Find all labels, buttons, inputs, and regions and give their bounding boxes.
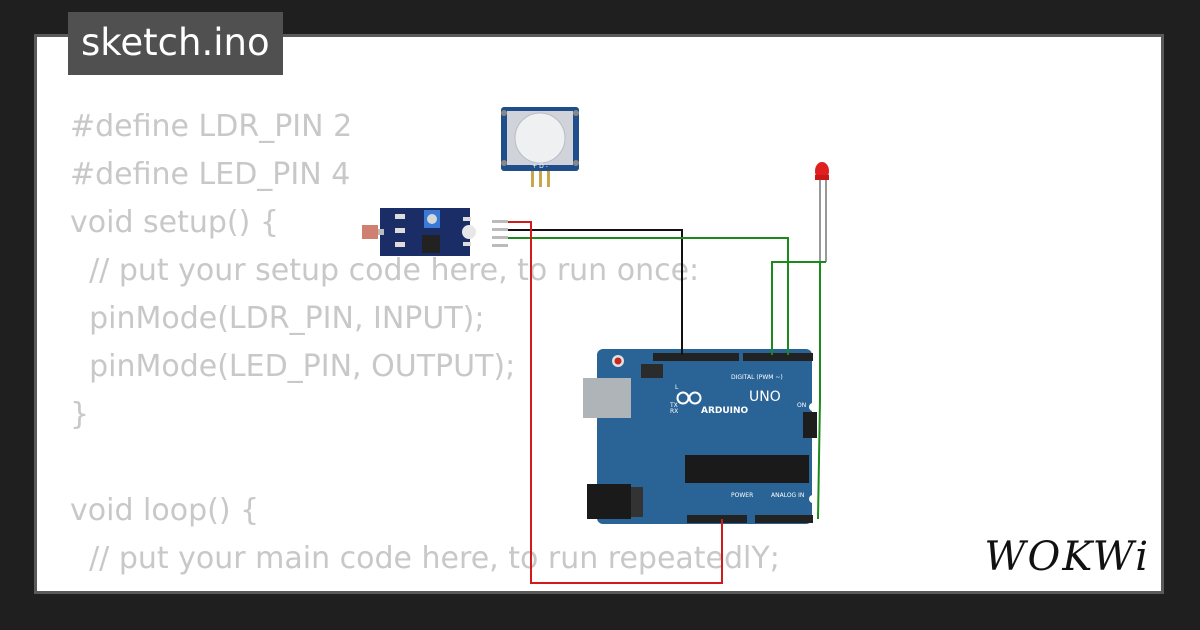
code-line[interactable]: pinMode(LDR_PIN, INPUT); [70,301,485,336]
power-label: POWER [731,492,753,499]
circuit-diagram[interactable]: + D - VCC GND DO AO [37,37,1164,594]
ldr-pin-vcc: VCC [483,218,492,224]
l-label: L [675,384,679,391]
rx-label: RX [670,408,678,415]
wire-led-gnd-green[interactable] [817,262,821,520]
ldr-pin-gnd: GND [483,226,494,232]
arduino-model-text: UNO [749,389,781,405]
code-line[interactable]: if(digitalRead(LDR_PIN)) [70,583,970,591]
tx-label: TX [669,402,678,409]
digital-label: DIGITAL (PWM ~) [731,374,783,381]
led-red[interactable] [815,162,829,262]
pir-sensor[interactable]: + D - [501,107,579,187]
code-editor[interactable]: #define LDR_PIN 2 #define LED_PIN 4 void s… [70,103,970,591]
code-line[interactable]: void setup() { [70,205,279,240]
wire-vcc-red[interactable] [508,221,723,584]
wokwi-logo: WOKWi [984,534,1150,580]
pir-pin-labels: + D - [532,163,548,170]
analog-label: ANALOG IN [771,492,804,499]
wire-led-green[interactable] [771,261,826,355]
on-label: ON [797,402,806,409]
wire-do-green[interactable] [508,237,789,355]
canvas-card: #define LDR_PIN 2 #define LED_PIN 4 void s… [34,34,1164,594]
ldr-module[interactable]: VCC GND DO AO [362,208,508,256]
code-line[interactable]: // put your setup code here, to run once… [70,253,700,288]
code-line[interactable]: // put your main code here, to run repea… [70,541,780,576]
ldr-pin-ao: AO [483,242,490,248]
arduino-logo-text: ARDUINO [701,406,749,416]
wire-gnd-black[interactable] [508,229,683,355]
code-line[interactable]: #define LED_PIN 4 [70,157,351,192]
arduino-uno-board[interactable]: ARDUINO UNO DIGITAL (PWM ~) POWER ANALOG… [583,349,817,524]
file-tab-sketch[interactable]: sketch.ino [68,12,283,75]
code-line[interactable]: #define LDR_PIN 2 [70,109,353,144]
code-line[interactable]: } [70,397,90,432]
code-line[interactable]: void loop() { [70,493,260,528]
ldr-pin-do: DO [483,234,490,240]
code-line[interactable]: pinMode(LED_PIN, OUTPUT); [70,349,516,384]
